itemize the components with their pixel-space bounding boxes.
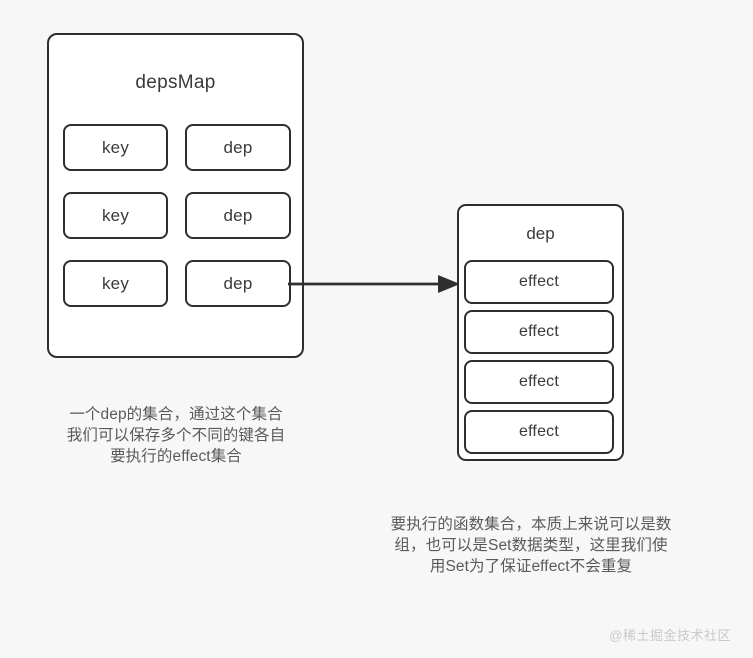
deps-map-dep-cell-3: dep (185, 260, 291, 307)
deps-map-dep-cell-1: dep (185, 124, 291, 171)
dep-set-title: dep (526, 224, 555, 243)
dep-set-caption: 要执行的函数集合，本质上来说可以是数 组，也可以是Set数据类型，这里我们使 用… (390, 516, 672, 575)
effect-cell-3: effect (464, 360, 614, 404)
effect-cell-2: effect (464, 310, 614, 354)
effect-cell-1: effect (464, 260, 614, 304)
watermark: @稀土掘金技术社区 (609, 628, 731, 643)
deps-map-caption: 一个dep的集合，通过这个集合 我们可以保存多个不同的键各自 要执行的effec… (66, 406, 286, 465)
dep-to-dep-set-arrow-icon (288, 275, 460, 293)
deps-map-key-cell-2: key (63, 192, 168, 239)
deps-map-dep-cell-2: dep (185, 192, 291, 239)
deps-map-title: depsMap (135, 72, 216, 93)
effect-cell-4: effect (464, 410, 614, 454)
deps-map-key-cell-3: key (63, 260, 168, 307)
deps-map-key-cell-1: key (63, 124, 168, 171)
